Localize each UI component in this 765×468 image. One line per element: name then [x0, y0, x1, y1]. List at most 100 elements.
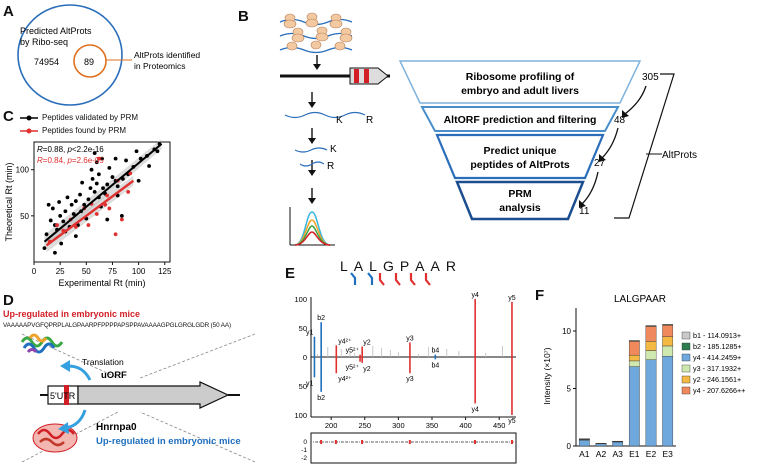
residual-point	[451, 441, 453, 443]
point-found	[107, 206, 112, 211]
residual-mark	[320, 440, 323, 444]
translation-label: Translation	[82, 357, 124, 367]
residual-point	[501, 441, 503, 443]
residual-mark	[474, 440, 476, 444]
spec-y-tick: 0	[303, 353, 307, 362]
peak-bottom-label: y2	[363, 366, 371, 373]
venn-big-count: 74954	[34, 57, 59, 67]
residual-point	[506, 441, 508, 443]
peptide-k: K	[330, 144, 337, 155]
panel-label-a: A	[3, 3, 14, 20]
bar-segment	[662, 336, 674, 347]
point-validated	[94, 181, 99, 186]
point-validated	[90, 177, 95, 181]
point-validated	[105, 182, 110, 187]
residual-point	[471, 441, 473, 443]
workflow-panel: K R K R Ribosome profiling of embryo and…	[279, 12, 697, 246]
residual-point	[396, 441, 398, 443]
point-found	[96, 156, 101, 161]
peak-top-label: y1	[306, 330, 314, 337]
bar-segment	[628, 354, 640, 362]
point-found	[86, 223, 91, 227]
peak-bottom-label: y5²⁺	[346, 365, 360, 372]
venn-small-label-2: in Proteomics	[134, 61, 186, 71]
bar-segment	[628, 360, 640, 367]
point-validated	[147, 164, 151, 168]
x-tick-label: 125	[158, 267, 172, 276]
residual-point	[426, 441, 428, 443]
point-validated	[101, 186, 105, 191]
cds-arrow-icon	[77, 381, 230, 409]
funnel-count-27: 27	[594, 158, 606, 169]
spec-x-tick-label: 200	[325, 421, 338, 430]
point-validated	[82, 202, 87, 207]
x-tick-label: 75	[108, 267, 117, 276]
point-validated	[59, 241, 64, 246]
funnel-count-305: 305	[642, 72, 659, 83]
peptide-structure-icon	[20, 333, 64, 354]
residual-point	[486, 441, 488, 443]
residual-point	[456, 441, 458, 443]
count-arrows	[581, 85, 647, 205]
x-tick-label: 50	[82, 267, 91, 276]
bar-category-label: A1	[579, 449, 590, 459]
point-found	[105, 193, 110, 198]
legend-label: y3 - 317.1932+	[693, 364, 741, 373]
peak-top-label: y3	[406, 336, 414, 343]
bar-segment	[662, 345, 674, 357]
scatter-y-label: Theoretical Rt (min)	[4, 162, 14, 241]
spec-x-tick-label: 450	[493, 421, 506, 430]
residual-point	[476, 441, 478, 443]
fragment-ticks	[350, 272, 431, 286]
point-validated	[134, 149, 139, 154]
peak-top-label: y2	[363, 340, 371, 347]
venn-small-label-1: AltProts identified	[134, 50, 200, 60]
peak-top-label: y5	[508, 295, 516, 302]
spec-x-tick-label: 350	[426, 421, 439, 430]
bar-segment	[628, 341, 640, 356]
bar-segment	[645, 350, 657, 360]
residual-point	[411, 441, 413, 443]
point-found	[119, 217, 124, 222]
point-validated	[71, 212, 76, 216]
point-validated	[50, 206, 55, 211]
translation-arrow-icon	[67, 364, 92, 381]
panel-label-e: E	[285, 265, 296, 282]
residual-point	[496, 441, 498, 443]
spec-x-tick-label: 250	[359, 421, 372, 430]
legend-swatch	[681, 375, 691, 384]
peak-bottom-label: y4²⁺	[338, 376, 352, 383]
bar-y-label: Intensity (×10⁷)	[542, 347, 552, 404]
residual-mark	[408, 440, 411, 444]
residual-point	[386, 441, 388, 443]
legend-swatch	[681, 386, 691, 395]
residual-point	[421, 441, 423, 443]
residual-mark	[510, 440, 513, 444]
bar-segment	[645, 326, 657, 342]
chromatogram-icon	[289, 207, 335, 246]
dashed-line-3	[21, 411, 119, 463]
residual-point	[431, 441, 433, 443]
residual-point	[346, 441, 348, 443]
peptide-r: R	[327, 161, 334, 172]
funnel	[398, 60, 642, 104]
bar-segment	[662, 325, 674, 337]
peptide-residue: L	[369, 258, 377, 274]
residual-point	[381, 441, 383, 443]
bar-segment	[645, 359, 657, 447]
bar-category-label: E3	[662, 449, 673, 459]
d-title-red: Up-regulated in embryonic mice	[3, 309, 141, 319]
mrna-ribosome-icon	[279, 12, 353, 54]
x-tick-label: 100	[132, 267, 146, 276]
peak-top-label: y4	[471, 292, 479, 299]
uorf-marker	[64, 385, 69, 405]
point-found	[128, 171, 133, 176]
point-validated	[65, 195, 70, 200]
residual-point	[341, 441, 343, 443]
peak-bottom-label: b2	[317, 395, 325, 402]
point-validated	[92, 151, 97, 155]
peak-bottom-label: b4	[431, 362, 439, 369]
bar-segment	[662, 356, 674, 447]
residual-point	[371, 441, 373, 443]
